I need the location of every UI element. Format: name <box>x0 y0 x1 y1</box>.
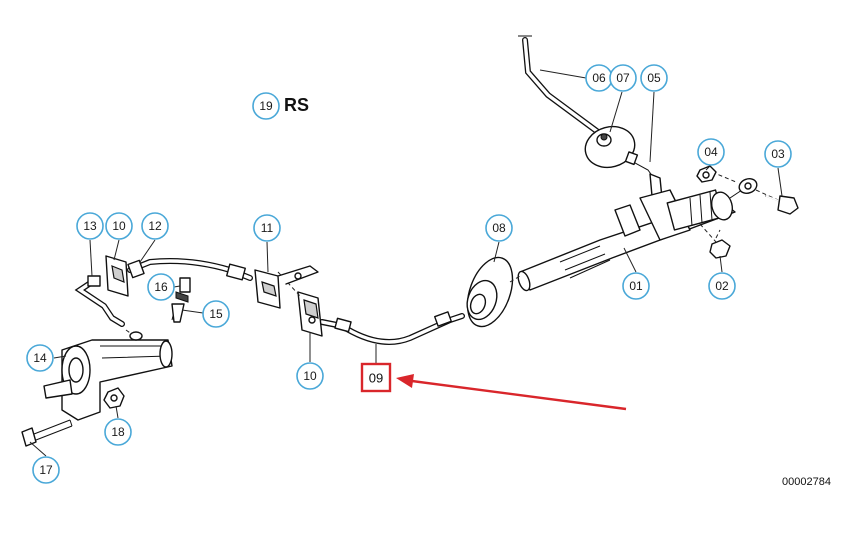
callout-label: 10 <box>112 219 126 233</box>
clevis-end <box>711 171 779 201</box>
callout-13[interactable]: 13 <box>76 212 104 240</box>
slave-cylinder <box>43 329 173 421</box>
pedal-rod <box>518 35 601 135</box>
callout-16[interactable]: 16 <box>147 273 175 301</box>
callout-label: 04 <box>704 145 718 159</box>
callout-09-highlighted[interactable]: 09 <box>360 362 392 393</box>
callout-label: 12 <box>148 219 162 233</box>
clevis-rod <box>624 151 663 199</box>
pipe-13 <box>74 275 125 327</box>
callout-label: 13 <box>83 219 97 233</box>
callout-label: 14 <box>33 351 47 365</box>
callout-05[interactable]: 05 <box>640 64 668 92</box>
callout-label: 11 <box>261 221 274 235</box>
leader-lines <box>29 69 783 457</box>
callout-03[interactable]: 03 <box>764 140 792 168</box>
callout-12[interactable]: 12 <box>141 212 169 240</box>
hose-12 <box>127 258 253 281</box>
callout-label: 03 <box>771 147 785 161</box>
callout-label: 02 <box>715 279 729 293</box>
callout-label: 19 <box>259 99 273 113</box>
callout-label: 06 <box>592 71 606 85</box>
callout-06[interactable]: 06 <box>585 64 613 92</box>
callout-15[interactable]: 15 <box>202 300 230 328</box>
callout-19[interactable]: 19 <box>252 92 280 120</box>
callout-label: 08 <box>492 221 506 235</box>
callout-label: 15 <box>209 307 223 321</box>
callout-10-lower[interactable]: 10 <box>296 362 324 390</box>
highlighted-callout-label: 09 <box>369 371 383 386</box>
diagram-id: 00002784 <box>782 476 831 488</box>
screw-15 <box>171 303 185 323</box>
callout-label: 18 <box>111 425 125 439</box>
bracket-clip-lower <box>277 271 323 337</box>
callout-04[interactable]: 04 <box>697 138 725 166</box>
master-cylinder <box>517 189 743 292</box>
bolt-17 <box>21 419 73 447</box>
highlight-arrow <box>396 374 627 411</box>
grommet-08 <box>466 256 521 328</box>
bolt-02 <box>709 229 731 259</box>
callout-08[interactable]: 08 <box>485 214 513 242</box>
nut-18 <box>103 387 125 409</box>
callout-label: 01 <box>629 279 643 293</box>
callout-label: 10 <box>303 369 317 383</box>
rubber-boot <box>584 125 636 169</box>
callout-14[interactable]: 14 <box>26 344 54 372</box>
callout-label: 07 <box>616 71 630 85</box>
callout-07[interactable]: 07 <box>609 64 637 92</box>
clutch-hydraulics-drawing <box>21 35 799 447</box>
callout-10-upper[interactable]: 10 <box>105 212 133 240</box>
callout-label: 16 <box>154 280 168 294</box>
callout-18[interactable]: 18 <box>104 418 132 446</box>
rs-label: RS <box>284 95 309 115</box>
callout-11[interactable]: 11 <box>253 214 281 242</box>
callout-label: 05 <box>647 71 661 85</box>
nut-04 <box>696 165 717 183</box>
hose-09 <box>319 311 465 345</box>
bolt-03 <box>765 195 799 215</box>
bracket-11 <box>254 265 319 309</box>
bracket-clip-upper <box>105 255 129 297</box>
bleeder-16 <box>175 277 191 303</box>
callout-17[interactable]: 17 <box>32 456 60 484</box>
callout-02[interactable]: 02 <box>708 272 736 300</box>
callout-label: 17 <box>39 463 53 477</box>
callout-01[interactable]: 01 <box>622 272 650 300</box>
